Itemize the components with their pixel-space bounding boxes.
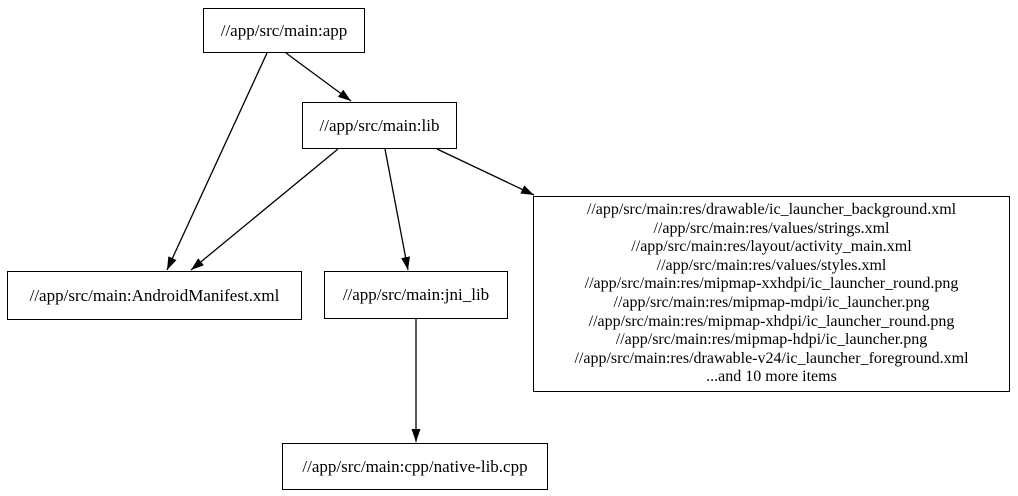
node-native-lib-cpp: //app/src/main:cpp/native-lib.cpp (282, 443, 548, 490)
node-app-label: //app/src/main:app (220, 20, 348, 40)
node-android-manifest-label: //app/src/main:AndroidManifest.xml (29, 285, 280, 305)
res-group-line: //app/src/main:res/values/strings.xml (653, 219, 890, 237)
res-group-line: //app/src/main:res/mipmap-mdpi/ic_launch… (613, 294, 930, 311)
res-group-line: //app/src/main:res/layout/activity_main.… (631, 238, 912, 256)
node-lib-label: //app/src/main:lib (319, 115, 440, 135)
res-group-more-items: ...and 10 more items (706, 368, 837, 386)
edge-lib-manifest (190, 148, 339, 271)
node-native-lib-cpp-label: //app/src/main:cpp/native-lib.cpp (302, 456, 528, 476)
node-app: //app/src/main:app (203, 8, 365, 53)
edge-lib-jni-lib (384, 148, 410, 271)
node-android-manifest: //app/src/main:AndroidManifest.xml (7, 271, 302, 320)
res-group-line: //app/src/main:res/drawable-v24/ic_launc… (574, 349, 969, 367)
edge-lib-res-group (436, 148, 535, 196)
node-jni-lib: //app/src/main:jni_lib (324, 271, 508, 319)
res-group-line: //app/src/main:res/mipmap-hdpi/ic_launch… (615, 331, 928, 349)
edge-app-manifest (166, 52, 268, 271)
edge-app-lib (285, 52, 352, 102)
res-group-line: //app/src/main:res/values/styles.xml (656, 256, 887, 274)
res-group-line: //app/src/main:res/drawable/ic_launcher_… (586, 201, 957, 219)
res-group-line: //app/src/main:res/mipmap-xhdpi/ic_launc… (588, 312, 955, 330)
res-group-line: //app/src/main:res/mipmap-xxhdpi/ic_laun… (584, 275, 959, 293)
node-jni-lib-label: //app/src/main:jni_lib (342, 285, 490, 304)
node-lib: //app/src/main:lib (302, 102, 457, 149)
node-res-group: //app/src/main:res/drawable/ic_launcher_… (533, 196, 1010, 392)
